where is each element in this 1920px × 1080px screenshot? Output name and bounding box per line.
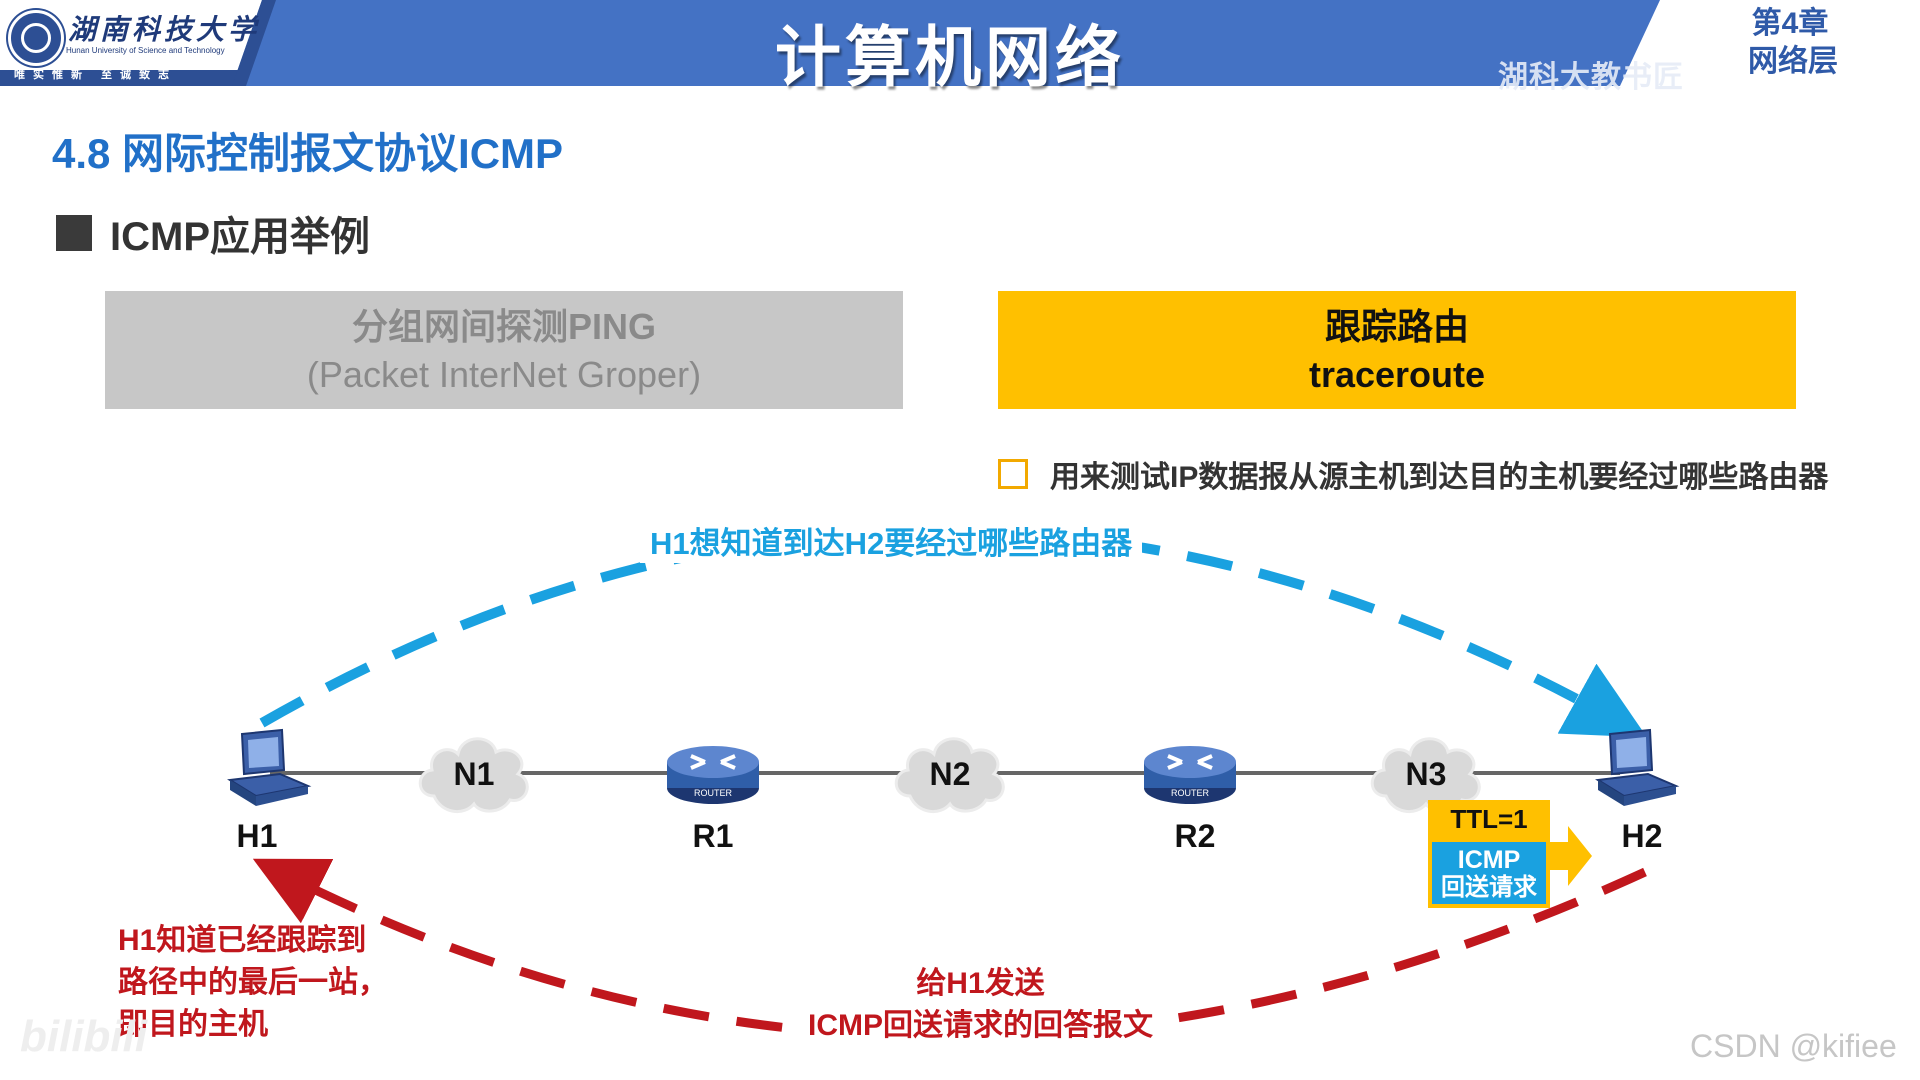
chapter-badge: 第4章 网络层 <box>1748 4 1838 80</box>
router-caption: ROUTER <box>694 788 733 798</box>
bilibili-watermark: bilibili <box>20 1012 148 1061</box>
bottom-center-label: 给H1发送 ICMP回送请求的回答报文 <box>800 963 1161 1047</box>
bottom-left-line2: 路径中的最后一站， <box>118 966 388 999</box>
university-name-cn: 湖南科技大学 <box>68 13 261 46</box>
course-title: 计算机网络 <box>775 20 1125 94</box>
host-h2-icon <box>1595 728 1680 806</box>
router-r2-label: R2 <box>1174 818 1216 854</box>
source-tag: 湖科大教书匠 <box>1498 61 1684 94</box>
ping-name: 分组网间探测PING <box>351 306 656 347</box>
checkbox-outline-icon <box>998 459 1028 489</box>
packet-icmp-subtype: 回送请求 <box>1441 874 1537 901</box>
slide-header: 湖南科技大学 Hunan University of Science and T… <box>0 0 1920 94</box>
host-h2-label: H2 <box>1621 818 1663 854</box>
university-emblem-icon <box>8 10 64 66</box>
bottom-center-line2: ICMP回送请求的回答报文 <box>808 1009 1153 1042</box>
bottom-center-line1: 给H1发送 <box>916 967 1045 1000</box>
packet-icmp: ICMP 回送请求 <box>1428 838 1550 908</box>
bottom-reply-arc <box>252 858 1647 1042</box>
university-motto: 唯实惟新 至诚致志 <box>14 69 178 81</box>
packet-ttl: TTL=1 <box>1428 800 1550 838</box>
packet-icmp-type: ICMP <box>1457 846 1521 874</box>
description-text: 用来测试IP数据报从源主机到达目的主机要经过哪些路由器 <box>1050 461 1829 494</box>
router-r1-icon: ROUTER <box>667 746 759 804</box>
subsection-title: ICMP应用举例 <box>110 215 370 259</box>
top-arc-label: H1想知道到达H2要经过哪些路由器 <box>640 518 1143 563</box>
subsection-heading: ICMP应用举例 <box>56 204 370 262</box>
router-r1-label: R1 <box>692 818 734 854</box>
ping-method-box: 分组网间探测PING (Packet InterNet Groper) <box>105 291 903 409</box>
chapter-name: 网络层 <box>1748 45 1838 78</box>
traceroute-name: 跟踪路由 <box>1324 306 1469 347</box>
bottom-left-line1: H1知道已经跟踪到 <box>118 924 367 957</box>
chapter-number: 第4章 <box>1751 7 1829 40</box>
network-n1-cloud-icon <box>418 737 529 813</box>
university-name-en: Hunan University of Science and Technolo… <box>66 46 225 55</box>
network-n1-label: N1 <box>453 756 495 792</box>
ping-full-name: (Packet InterNet Groper) <box>306 354 702 395</box>
bottom-left-label: H1知道已经跟踪到 路径中的最后一站， 即目的主机 <box>118 920 388 1046</box>
network-n2-label: N2 <box>929 756 971 792</box>
host-h1-icon <box>227 728 312 806</box>
bottom-left-line3: 即目的主机 <box>118 1008 268 1041</box>
section-title: 4.8 网际控制报文协议ICMP <box>52 130 564 177</box>
router-caption: ROUTER <box>1171 788 1210 798</box>
header-band <box>0 0 1660 86</box>
traceroute-method-box: 跟踪路由 traceroute <box>998 291 1796 409</box>
university-logo: 湖南科技大学 Hunan University of Science and T… <box>6 6 256 81</box>
network-n3-label: N3 <box>1405 756 1447 792</box>
square-bullet-icon <box>56 215 92 251</box>
router-r2-icon: ROUTER <box>1144 746 1236 804</box>
traceroute-diagram: H1想知道到达H2要经过哪些路由器 H1 N1 ROUTER R1 N2 ROU… <box>0 500 1920 1080</box>
traceroute-full-name: traceroute <box>1308 354 1486 395</box>
csdn-watermark: CSDN @kifiee <box>1690 1028 1897 1064</box>
network-n2-cloud-icon <box>894 737 1005 813</box>
packet-forward-arrow-icon <box>1548 826 1592 886</box>
host-h1-label: H1 <box>236 818 278 854</box>
traceroute-description: 用来测试IP数据报从源主机到达目的主机要经过哪些路由器 <box>998 452 1828 496</box>
